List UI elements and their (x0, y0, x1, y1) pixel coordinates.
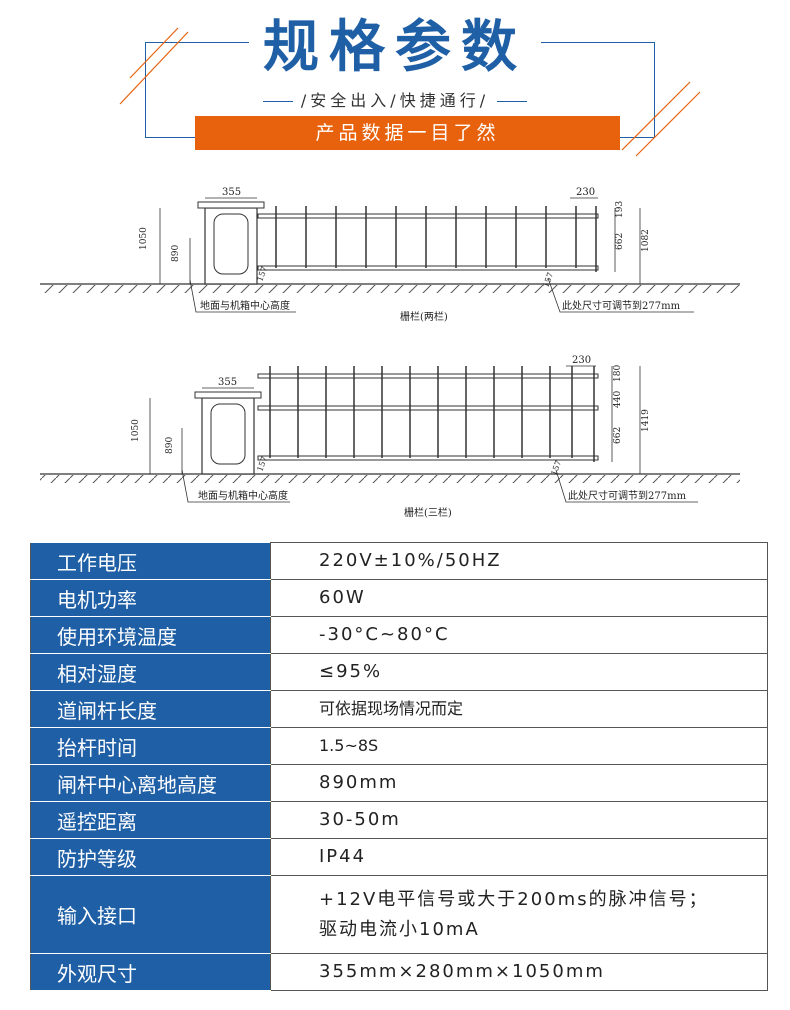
three-dim-fence-total: 1419 (641, 409, 651, 432)
spec-value: 220V±10%/50HZ (270, 542, 768, 580)
page-header: 规格参数 /安全出入/快捷通行/ 产品数据一目了然 (0, 0, 790, 170)
spec-row: 电机功率 60W (30, 579, 768, 617)
spec-table: 工作电压 220V±10%/50HZ 电机功率 60W 使用环境温度 -30°C… (30, 542, 768, 991)
spec-value: 1.5~8S (270, 727, 768, 765)
spec-value: -30°C~80°C (270, 616, 768, 654)
spec-key: 道闸杆长度 (30, 690, 271, 728)
spec-row: 相对湿度 ≤95% (30, 653, 768, 691)
three-note-left: 地面与机箱中心高度 (198, 489, 288, 502)
two-dim-fence-mid: 662 (615, 233, 625, 250)
spec-value: 30-50m (270, 801, 768, 839)
spec-row: 道闸杆长度 可依据现场情况而定 (30, 690, 768, 728)
spec-key: 使用环境温度 (30, 616, 271, 654)
spec-value-line: 驱动电流小10mA (319, 918, 480, 940)
page-title: 规格参数 (0, 12, 790, 84)
three-note-right: 此处尺寸可调节到277mm (568, 489, 687, 502)
three-dim-tip: 230 (572, 355, 591, 366)
spec-row: 防护等级 IP44 (30, 838, 768, 876)
three-dim-fence-top: 180 (613, 365, 623, 382)
subtitle-text: /安全出入/快捷通行/ (300, 91, 490, 110)
header-banner: 产品数据一目了然 (195, 116, 620, 150)
spec-value: ≤95% (270, 653, 768, 691)
spec-row: 使用环境温度 -30°C~80°C (30, 616, 768, 654)
spec-value: IP44 (270, 838, 768, 876)
spec-key: 抬杆时间 (30, 727, 271, 765)
spec-row: 闸杆中心离地高度 890mm (30, 764, 768, 802)
drawing-two-rail: 355 230 1050 890 193 662 1082 157 157 地面… (40, 187, 740, 323)
spec-key: 电机功率 (30, 579, 271, 617)
two-dim-center: 890 (171, 245, 181, 262)
three-dim-cabinet-width: 355 (218, 377, 237, 388)
drawing-three-rail: 355 230 1050 890 180 440 662 1419 157 15… (40, 355, 740, 519)
spec-row: 外观尺寸 355mm×280mm×1050mm (30, 953, 768, 991)
two-dim-cabinet-width: 355 (222, 187, 241, 198)
two-dim-fence-total: 1082 (641, 229, 651, 252)
spec-key: 闸杆中心离地高度 (30, 764, 271, 802)
spec-key: 工作电压 (30, 542, 271, 580)
spec-key: 外观尺寸 (30, 953, 271, 991)
spec-value: 355mm×280mm×1050mm (270, 953, 768, 991)
spec-value: +12V电平信号或大于200ms的脉冲信号； 驱动电流小10mA (270, 875, 768, 954)
three-dim-gap-left: 157 (255, 455, 269, 472)
three-dim-total-height: 1050 (131, 419, 141, 442)
two-dim-tip: 230 (576, 187, 595, 198)
spec-value: 890mm (270, 764, 768, 802)
two-caption: 栅栏(两栏) (400, 310, 448, 323)
spec-row: 抬杆时间 1.5~8S (30, 727, 768, 765)
page-subtitle: /安全出入/快捷通行/ (0, 90, 790, 112)
spec-row: 工作电压 220V±10%/50HZ (30, 542, 768, 580)
technical-drawings: 355 230 1050 890 193 662 1082 157 157 地面… (40, 187, 740, 519)
spec-key: 相对湿度 (30, 653, 271, 691)
three-dim-fence-mid: 662 (613, 427, 623, 444)
two-dim-fence-top: 193 (615, 201, 625, 218)
three-dim-center: 890 (165, 437, 175, 454)
spec-row: 遥控距离 30-50m (30, 801, 768, 839)
spec-row: 输入接口 +12V电平信号或大于200ms的脉冲信号； 驱动电流小10mA (30, 875, 768, 954)
spec-value: 可依据现场情况而定 (270, 690, 768, 728)
two-note-right: 此处尺寸可调节到277mm (562, 299, 681, 312)
decorative-stripes (119, 27, 701, 157)
spec-value-line: +12V电平信号或大于200ms的脉冲信号； (319, 888, 709, 910)
three-caption: 栅栏(三栏) (404, 506, 452, 519)
spec-key: 遥控距离 (30, 801, 271, 839)
spec-key: 防护等级 (30, 838, 271, 876)
three-dim-fence-upper: 440 (613, 391, 623, 408)
spec-key: 输入接口 (30, 875, 271, 954)
spec-value: 60W (270, 579, 768, 617)
two-dim-total-height: 1050 (139, 227, 149, 250)
two-note-left: 地面与机箱中心高度 (200, 299, 290, 312)
